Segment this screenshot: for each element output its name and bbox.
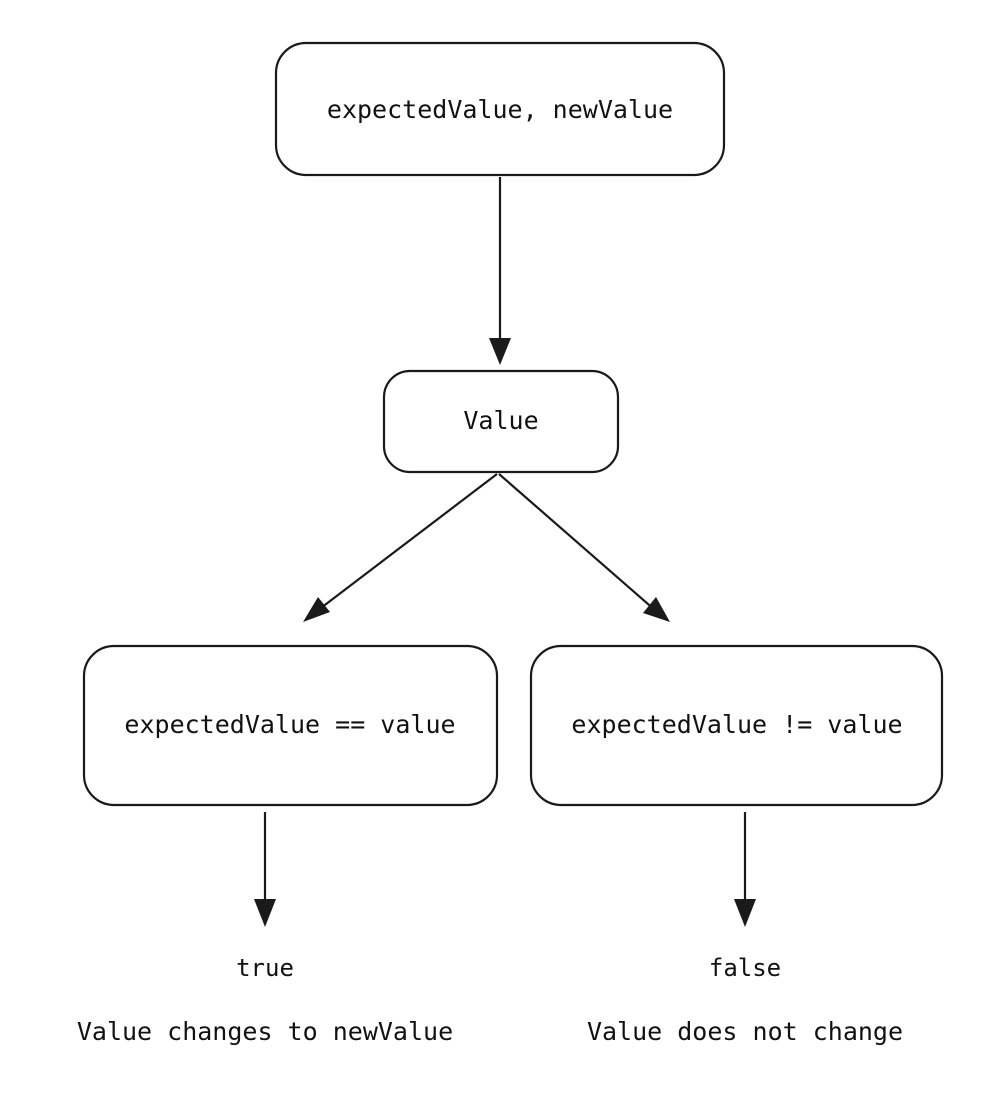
edge-value-to-not-equal-arrowhead [643,597,670,622]
edge-value-to-equal [303,473,498,622]
outcome-true: true Value changes to newValue [77,954,453,1046]
outcome-true-description: Value changes to newValue [77,1017,453,1046]
edge-value-to-not-equal-line [498,473,657,612]
edge-value-to-equal-arrowhead [303,597,330,622]
edge-inputs-to-value [489,177,511,365]
node-value: Value [382,369,620,474]
node-not-equal-branch: expectedValue != value [529,644,944,807]
outcome-false-result: false [709,954,781,982]
node-equal-branch: expectedValue == value [82,644,499,807]
node-equal-branch-shape [82,644,499,807]
node-inputs-shape [274,41,726,177]
node-value-label: Value [463,406,538,435]
node-not-equal-branch-label: expectedValue != value [571,710,902,739]
node-equal-branch-label: expectedValue == value [124,710,455,739]
node-inputs-label: expectedValue, newValue [327,95,673,124]
edge-value-to-not-equal [498,473,670,622]
outcome-false: false Value does not change [587,954,903,1046]
outcome-false-description: Value does not change [587,1017,903,1046]
node-inputs: expectedValue, newValue [274,41,726,177]
node-value-shape [382,369,620,474]
edge-inputs-to-value-arrowhead [489,338,511,365]
edge-value-to-equal-line [316,473,498,612]
edge-not-equal-to-false [734,812,756,927]
edge-not-equal-to-false-arrowhead [734,899,756,927]
node-not-equal-branch-shape [529,644,944,807]
edge-equal-to-true-arrowhead [254,899,276,927]
outcome-true-result: true [236,954,294,982]
edge-equal-to-true [254,812,276,927]
